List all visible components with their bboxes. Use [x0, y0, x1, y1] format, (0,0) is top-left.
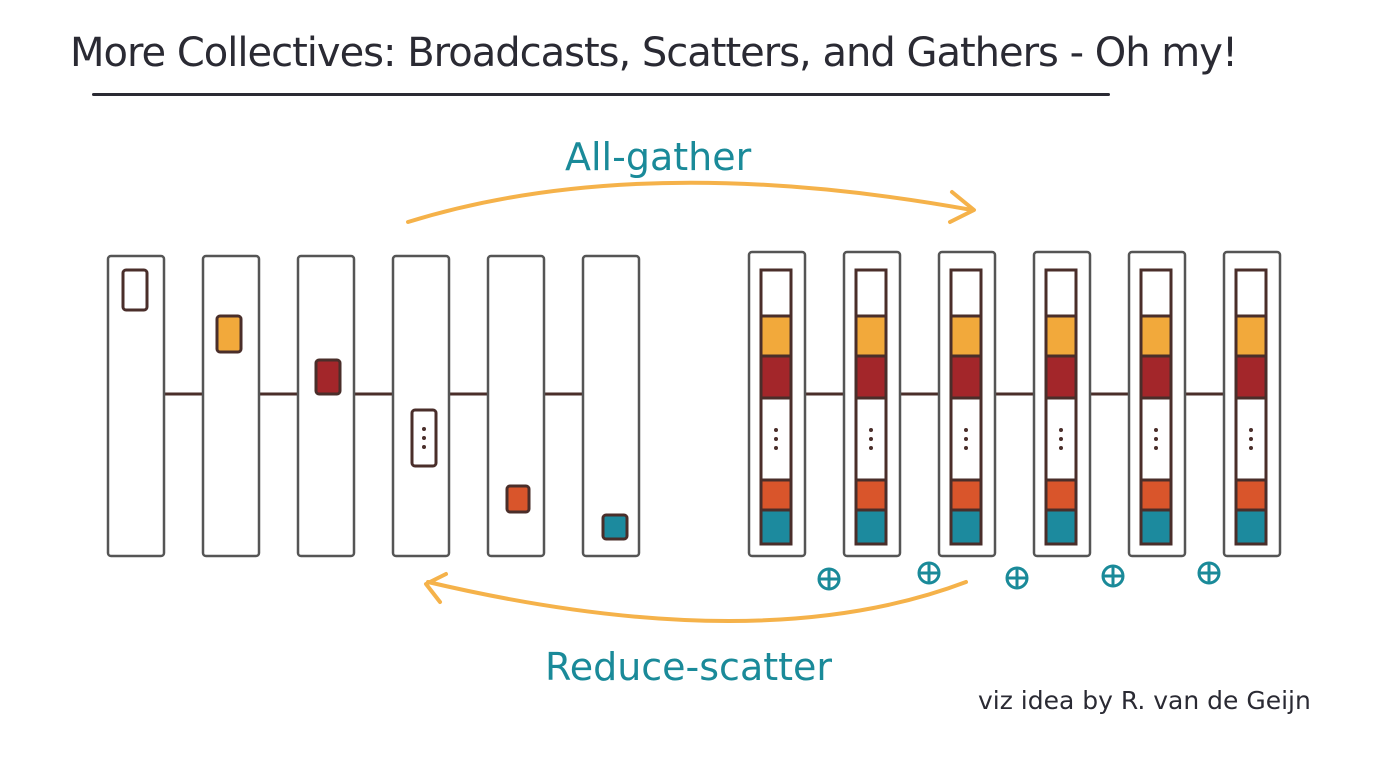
credit-text: viz idea by R. van de Geijn — [978, 686, 1311, 715]
dot — [422, 436, 426, 440]
process-column — [201, 254, 261, 558]
ellipsis-dots — [1059, 428, 1063, 450]
dot — [869, 437, 873, 441]
process-column — [581, 254, 641, 558]
process-column — [391, 254, 451, 558]
ellipsis-dots — [774, 428, 778, 450]
all-gather-label: All-gather — [565, 135, 752, 179]
dot — [1154, 428, 1158, 432]
title-underline — [92, 93, 1110, 96]
data-block-orange — [759, 314, 793, 358]
data-block-white — [949, 268, 983, 318]
ellipsis-dots — [1154, 428, 1158, 450]
right-process-group — [747, 250, 1282, 558]
ellipsis-dots — [964, 428, 968, 450]
reduce-scatter-arrow — [424, 572, 968, 623]
dot — [869, 428, 873, 432]
data-block-orange — [1044, 314, 1078, 358]
right-process-6 — [1222, 250, 1282, 558]
data-block-white — [121, 268, 149, 312]
right-process-3 — [937, 250, 997, 558]
data-block-orange — [215, 314, 243, 354]
data-block-orange — [949, 314, 983, 358]
data-block-teal — [759, 508, 793, 546]
data-block-red — [854, 354, 888, 400]
data-block-orange_red — [854, 478, 888, 512]
reduce-operator-3 — [1005, 566, 1029, 590]
right-process-5 — [1127, 250, 1187, 558]
dot — [422, 445, 426, 449]
data-block-white — [1234, 268, 1268, 318]
left-process-1 — [106, 254, 166, 558]
data-block-red — [1234, 354, 1268, 400]
dot — [774, 446, 778, 450]
data-block-orange_red — [1044, 478, 1078, 512]
data-block-white — [1044, 268, 1078, 318]
reduce-operator-4 — [1101, 564, 1125, 588]
data-block-red — [759, 354, 793, 400]
data-block-red — [1044, 354, 1078, 400]
data-block-red — [314, 358, 342, 396]
dot — [964, 446, 968, 450]
reduce-operator-2 — [917, 561, 941, 585]
process-column — [296, 254, 356, 558]
dot — [964, 428, 968, 432]
dot — [1249, 446, 1253, 450]
dot — [1059, 437, 1063, 441]
data-block-orange — [1139, 314, 1173, 358]
dot — [964, 437, 968, 441]
data-block-teal — [1044, 508, 1078, 546]
data-block-teal — [949, 508, 983, 546]
dot — [774, 437, 778, 441]
data-block-orange — [854, 314, 888, 358]
data-block-orange_red — [505, 484, 531, 514]
data-block-teal — [854, 508, 888, 546]
data-block-red — [949, 354, 983, 400]
all-gather-arrow — [406, 180, 976, 224]
dot — [422, 427, 426, 431]
data-block-white — [759, 268, 793, 318]
right-process-4 — [1032, 250, 1092, 558]
dot — [1249, 428, 1253, 432]
reduce-operator-5 — [1197, 561, 1221, 585]
data-block-teal — [1139, 508, 1173, 546]
dot — [1249, 437, 1253, 441]
dot — [1154, 437, 1158, 441]
data-block-orange_red — [1234, 478, 1268, 512]
reduce-scatter-label: Reduce-scatter — [545, 645, 833, 689]
dot — [869, 446, 873, 450]
left-process-3 — [296, 254, 356, 558]
ellipsis-dots — [1249, 428, 1253, 450]
data-block-red — [1139, 354, 1173, 400]
left-process-5 — [486, 254, 546, 558]
process-column — [106, 254, 166, 558]
dot — [1059, 446, 1063, 450]
dot — [1059, 428, 1063, 432]
ellipsis-dots — [422, 427, 426, 449]
dot — [774, 428, 778, 432]
data-block-teal — [601, 513, 629, 541]
page-title: More Collectives: Broadcasts, Scatters, … — [70, 30, 1238, 76]
ellipsis-dots — [869, 428, 873, 450]
dot — [1154, 446, 1158, 450]
left-process-6 — [581, 254, 641, 558]
left-process-group — [106, 254, 641, 558]
data-block-teal — [1234, 508, 1268, 546]
right-process-2 — [842, 250, 902, 558]
reduce-operators — [817, 561, 1221, 591]
data-block-orange_red — [949, 478, 983, 512]
data-block-orange_red — [759, 478, 793, 512]
data-block-orange — [1234, 314, 1268, 358]
data-block-orange_red — [1139, 478, 1173, 512]
process-column — [486, 254, 546, 558]
left-process-4 — [391, 254, 451, 558]
data-block-white — [1139, 268, 1173, 318]
reduce-operator-1 — [817, 567, 841, 591]
data-block-white — [854, 268, 888, 318]
right-process-1 — [747, 250, 807, 558]
left-process-2 — [201, 254, 261, 558]
